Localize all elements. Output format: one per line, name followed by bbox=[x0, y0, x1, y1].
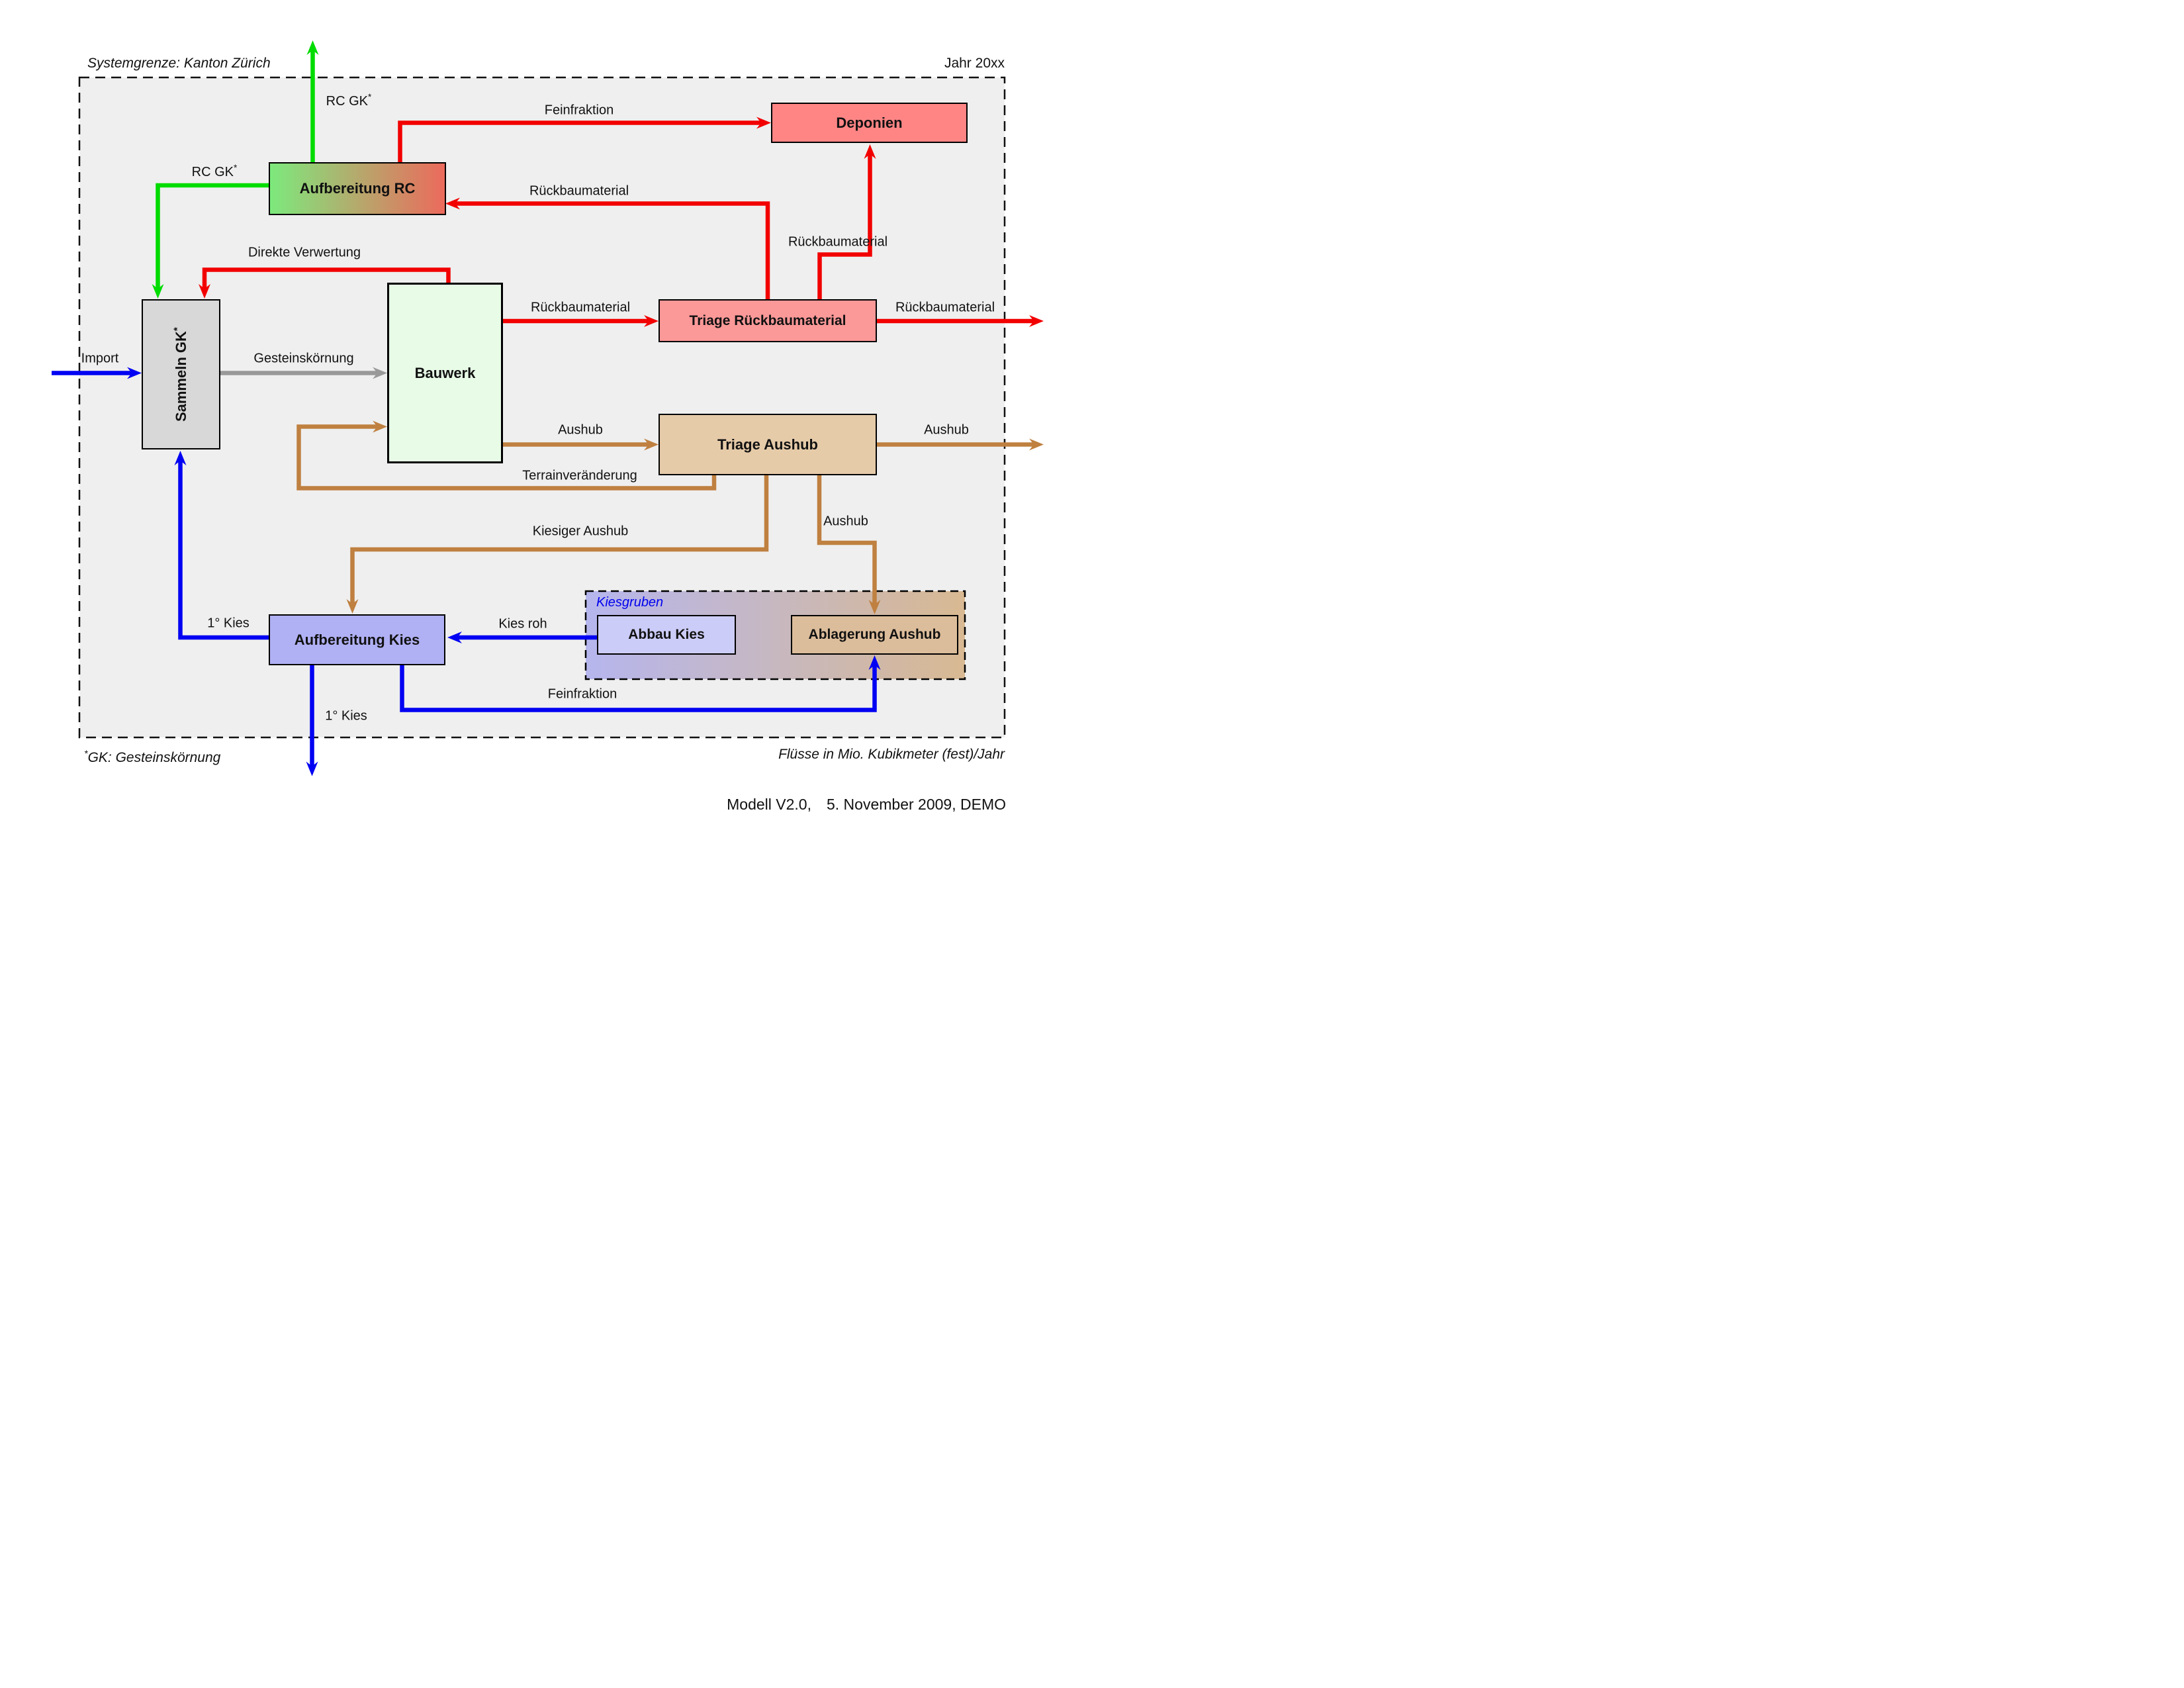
arrowhead bbox=[445, 197, 460, 210]
system-boundary-border bbox=[78, 76, 1006, 739]
node-label: Deponien bbox=[836, 114, 903, 131]
label-kiesiger-aushub: Kiesiger Aushub bbox=[532, 524, 629, 539]
flow-aushub-export bbox=[877, 438, 1044, 451]
label-kies-roh: Kies roh bbox=[498, 616, 547, 632]
gk-footnote: *GK: Gesteinskörnung bbox=[84, 749, 221, 765]
node-abbau-kies: Abbau Kies bbox=[597, 615, 736, 655]
flow-aushub-ablagerung bbox=[817, 475, 881, 614]
node-label: Sammeln GK* bbox=[171, 327, 190, 422]
label-import: Import bbox=[81, 351, 119, 366]
node-aufbereitung-kies: Aufbereitung Kies bbox=[269, 614, 445, 665]
arrowhead bbox=[306, 40, 319, 55]
material-flow-diagram: Kiesgruben bbox=[0, 0, 1092, 844]
model-version-info: Modell V2.0, 5. November 2009, DEMO bbox=[727, 796, 1006, 813]
system-boundary-title: Systemgrenze: Kanton Zürich bbox=[87, 56, 271, 71]
label-rc-gk-return: RC GK* bbox=[191, 163, 238, 179]
node-label: Aufbereitung Kies bbox=[294, 631, 420, 648]
flow-rueckbaumaterial-triage-deponien bbox=[817, 144, 876, 299]
flow-rueckbaumaterial-to-rc bbox=[445, 197, 770, 299]
label-kies-primaer-sammeln: 1° Kies bbox=[207, 616, 250, 631]
node-sammeln-gk: Sammeln GK* bbox=[142, 299, 220, 449]
node-triage-aushub: Triage Aushub bbox=[659, 414, 877, 475]
flow-direkte-verwertung bbox=[199, 267, 451, 299]
flow-gesteinskoernung bbox=[220, 367, 387, 379]
unit-note: Flüsse in Mio. Kubikmeter (fest)/Jahr bbox=[778, 747, 1005, 762]
label-rueckbaumaterial-bauwerk: Rückbaumaterial bbox=[530, 300, 631, 315]
node-aufbereitung-rc: Aufbereitung RC bbox=[269, 162, 446, 215]
arrowhead bbox=[447, 632, 462, 643]
arrowhead bbox=[868, 600, 881, 614]
label-rueckbaumaterial-deponie: Rückbaumaterial bbox=[788, 234, 888, 250]
label-gesteinskoernung: Gesteinskörnung bbox=[253, 351, 354, 366]
arrowhead bbox=[756, 117, 771, 129]
label-terrainveraenderung: Terrainveränderung bbox=[522, 468, 637, 483]
flow-rc-gk-return bbox=[152, 183, 269, 299]
label-rueckbaumaterial-export: Rückbaumaterial bbox=[895, 300, 995, 315]
arrowhead bbox=[174, 451, 187, 465]
arrowhead bbox=[346, 599, 359, 614]
kiesgruben-region-label: Kiesgruben bbox=[596, 595, 664, 610]
arrowhead bbox=[373, 420, 387, 433]
node-bauwerk: Bauwerk bbox=[387, 283, 503, 463]
flow-network bbox=[52, 40, 1044, 776]
arrowhead bbox=[152, 284, 164, 299]
arrowhead bbox=[373, 367, 387, 379]
flow-kiesiger-aushub bbox=[346, 475, 769, 614]
arrowhead bbox=[306, 761, 318, 776]
node-triage-rueckbaumaterial: Triage Rückbaumaterial bbox=[659, 299, 877, 342]
node-label: Ablagerung Aushub bbox=[808, 627, 941, 642]
arrowhead bbox=[1029, 315, 1044, 327]
node-deponien: Deponien bbox=[771, 103, 968, 143]
flow-kies-primaer-export bbox=[306, 665, 318, 776]
label-aushub-export: Aushub bbox=[924, 422, 969, 438]
flow-feinfraktion-ablagerung bbox=[400, 655, 881, 712]
flow-aushub-bauwerk-triage bbox=[503, 438, 659, 451]
label-feinfraktion-deponien: Feinfraktion bbox=[544, 103, 614, 118]
arrowhead bbox=[199, 284, 210, 299]
node-label: Triage Aushub bbox=[717, 436, 818, 453]
node-label: Aufbereitung RC bbox=[299, 180, 416, 197]
label-kies-primaer-export: 1° Kies bbox=[325, 708, 367, 724]
arrowhead bbox=[644, 315, 659, 327]
arrowhead bbox=[1029, 438, 1044, 451]
node-label: Abbau Kies bbox=[628, 627, 705, 642]
arrowhead bbox=[864, 144, 876, 159]
flow-import bbox=[52, 367, 142, 379]
arrowhead bbox=[127, 367, 142, 379]
flow-feinfraktion-deponien bbox=[398, 117, 771, 162]
node-ablagerung-aushub: Ablagerung Aushub bbox=[791, 615, 958, 655]
flow-terrainveraenderung bbox=[296, 420, 717, 491]
label-aushub-bauwerk: Aushub bbox=[558, 422, 603, 438]
label-direkte-verwertung: Direkte Verwertung bbox=[248, 245, 361, 260]
node-label: Bauwerk bbox=[414, 364, 476, 381]
flow-rueckbaumaterial-bauwerk-triage bbox=[503, 315, 659, 327]
label-feinfraktion-kies: Feinfraktion bbox=[547, 686, 617, 702]
flow-rueckbaumaterial-export bbox=[877, 315, 1044, 327]
flow-rc-gk-export bbox=[306, 40, 319, 162]
label-rueckbaumaterial-to-rc: Rückbaumaterial bbox=[529, 183, 629, 199]
flow-kies-primaer-sammeln bbox=[174, 451, 269, 640]
arrowhead bbox=[644, 438, 659, 451]
label-rc-gk-export: RC GK* bbox=[326, 92, 372, 109]
node-label: Triage Rückbaumaterial bbox=[689, 312, 846, 328]
label-aushub-ablagerung: Aushub bbox=[823, 514, 868, 529]
arrowhead bbox=[868, 655, 881, 670]
flow-kies-roh bbox=[447, 632, 597, 643]
kiesgruben-border bbox=[584, 590, 966, 680]
year-label: Jahr 20xx bbox=[944, 56, 1005, 71]
